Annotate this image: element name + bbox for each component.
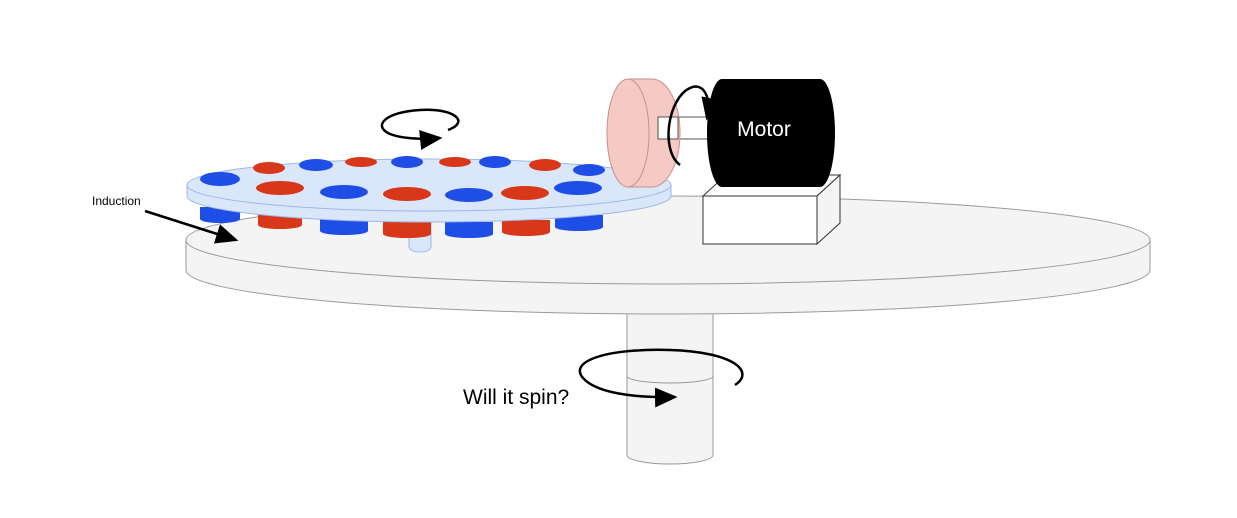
base-rotation-arrow <box>578 348 744 408</box>
top-magnet-blue <box>391 156 423 168</box>
top-magnets <box>200 156 605 202</box>
top-magnet-blue <box>479 156 511 168</box>
bottom-magnet-red <box>383 222 431 238</box>
top-magnet-blue <box>299 159 333 171</box>
bottom-magnet-blue <box>320 219 368 235</box>
rotor-plate <box>186 158 672 223</box>
top-magnet-red <box>345 157 377 167</box>
motor-rotation-arrow <box>667 85 722 166</box>
drive-pulley <box>606 78 681 188</box>
top-magnet-blue <box>200 172 240 186</box>
top-magnet-blue <box>554 181 602 195</box>
top-magnet-red <box>253 162 285 174</box>
top-magnet-red <box>256 181 304 195</box>
top-magnet-blue <box>320 185 368 199</box>
bottom-magnet-blue <box>555 215 603 231</box>
question-label: Will it spin? <box>463 386 569 409</box>
top-magnet-red <box>501 186 549 200</box>
motor-label: Motor <box>737 118 791 141</box>
induction-arrow <box>144 209 239 244</box>
bottom-magnets <box>200 207 603 238</box>
induction-label: Induction <box>92 194 141 208</box>
rotor-rotation-arrow <box>380 108 460 150</box>
top-magnet-red <box>529 159 561 171</box>
bottom-magnet-blue <box>445 222 493 238</box>
top-magnet-red <box>439 157 471 167</box>
bottom-magnet-red <box>502 220 550 236</box>
base-shaft <box>626 304 714 465</box>
top-magnet-red <box>383 187 431 201</box>
top-magnet-blue <box>573 164 605 176</box>
motor-body: Motor <box>707 79 835 187</box>
top-magnet-blue <box>445 188 493 202</box>
